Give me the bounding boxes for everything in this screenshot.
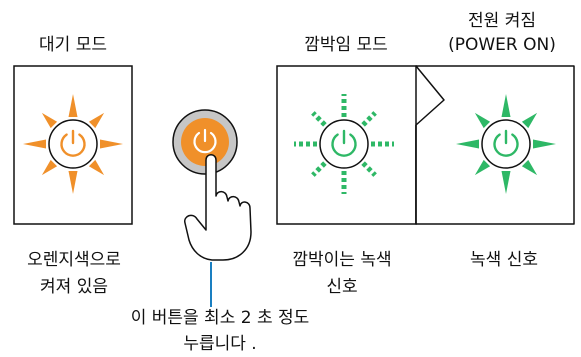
- standby-panel: [13, 65, 133, 225]
- standby-title: 대기 모드: [39, 35, 107, 55]
- light-ray-icon: [294, 94, 394, 194]
- standby-caption-line2: 켜져 있음: [40, 277, 108, 297]
- power-on-title-line2: (POWER ON): [448, 35, 556, 55]
- blink-caption-line2: 신호: [326, 277, 358, 297]
- pointing-hand-icon: [184, 154, 252, 261]
- blink-title: 깜박임 모드: [304, 35, 388, 55]
- blink-caption-line1: 깜박이는 녹색: [292, 250, 392, 270]
- instruction-line1: 이 버튼을 최소 2 초 정도: [130, 308, 310, 328]
- power-button: [172, 109, 238, 175]
- standby-caption-line1: 오렌지색으로: [27, 250, 121, 270]
- power-icon: [193, 128, 217, 154]
- light-ray-icon: [456, 94, 556, 194]
- power-icon: [481, 119, 531, 169]
- light-ray-icon: [23, 94, 123, 194]
- power-on-panel: [415, 65, 575, 225]
- power-on-title-line1: 전원 켜짐: [468, 11, 536, 31]
- blink-panel: [276, 65, 417, 225]
- power-icon: [319, 119, 369, 169]
- instruction-line2: 누릅니다 .: [183, 334, 257, 354]
- power-on-caption: 녹색 신호: [470, 250, 538, 270]
- power-icon: [48, 119, 98, 169]
